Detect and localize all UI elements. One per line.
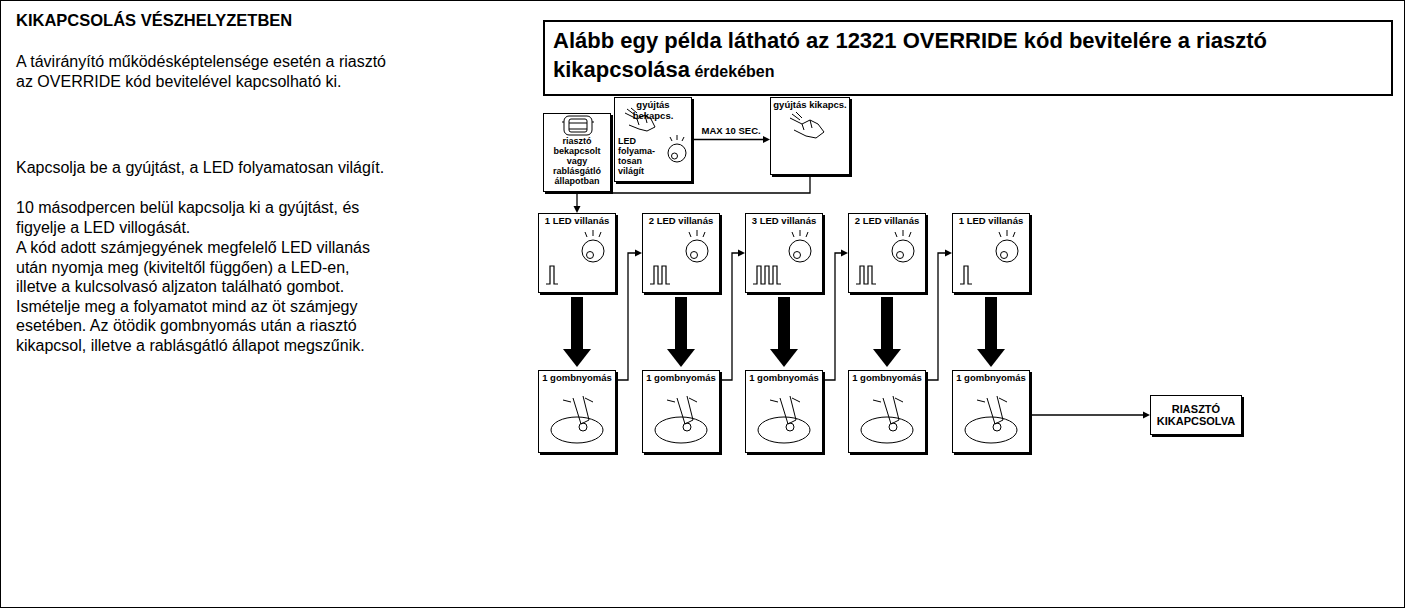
button-press-box: 1 gombnyomás xyxy=(848,370,926,453)
connector-line xyxy=(823,253,842,380)
arrow-head xyxy=(763,136,770,143)
connector-line xyxy=(571,297,583,350)
instruction-text: Kapcsolja be a gyújtást, a LED folyamato… xyxy=(16,158,388,178)
connector-arrow xyxy=(926,250,952,381)
edge-label: MAX 10 SEC. xyxy=(700,125,763,136)
box-text: RIASZTÓ KIKAPCSOLVA xyxy=(1154,403,1238,428)
arrow-head xyxy=(667,349,695,367)
result-box: RIASZTÓ KIKAPCSOLVA xyxy=(1150,395,1242,435)
box-text: LED folyama- tosan világít xyxy=(618,136,664,176)
button-press-box: 1 gombnyomás xyxy=(952,370,1030,453)
box-text: 2 LED villanás xyxy=(645,216,717,227)
instruction-text: 10 másodpercen belül kapcsolja ki a gyúj… xyxy=(16,198,388,237)
connector-line xyxy=(720,253,739,380)
led-blink-box: 1 LED villanás xyxy=(538,213,616,293)
headline-text: Alább egy példa látható az 12321 OVERRID… xyxy=(553,28,1267,82)
box-text: 2 LED villanás xyxy=(851,216,923,227)
connector-line xyxy=(616,253,636,380)
box-text: 1 gombnyomás xyxy=(851,373,923,384)
button-press-box: 1 gombnyomás xyxy=(745,370,823,453)
car-icon xyxy=(562,116,594,135)
led-icon xyxy=(668,135,686,162)
led-blink-box: 2 LED villanás xyxy=(848,213,926,293)
arrow-head xyxy=(574,206,581,213)
box-text: 1 gombnyomás xyxy=(541,373,613,384)
connector-line xyxy=(985,297,997,350)
button-press-box: 1 gombnyomás xyxy=(642,370,720,453)
connector-line xyxy=(692,139,764,140)
connector-line xyxy=(1030,414,1144,415)
led-blink-box: 1 LED villanás xyxy=(952,213,1030,293)
arrow-head xyxy=(873,349,901,367)
pulse-waveforms xyxy=(546,266,972,284)
connector-line xyxy=(675,297,687,350)
block-arrow xyxy=(563,297,591,367)
button-press-icons xyxy=(551,396,1017,443)
connector-arrow xyxy=(616,250,642,381)
ignition-off-box: gyújtás kikapcs. xyxy=(770,97,850,175)
box-text: riasztó bekapcsolt vagy rablásgátló álla… xyxy=(546,136,608,186)
block-arrow xyxy=(977,297,1005,367)
connector-line xyxy=(881,297,893,350)
connector-arrow xyxy=(720,250,745,381)
ignition-off-hand-icon xyxy=(790,112,824,138)
block-arrow xyxy=(873,297,901,367)
arrow-head xyxy=(563,349,591,367)
connector-arrow xyxy=(692,136,770,143)
instruction-text: A távirányító működésképtelensége esetén… xyxy=(16,52,388,91)
connector-arrow xyxy=(823,250,848,381)
arrow-head xyxy=(945,250,952,257)
led-blink-box: 2 LED villanás xyxy=(642,213,720,293)
box-text: 1 LED villanás xyxy=(955,216,1027,227)
box-text: 1 gombnyomás xyxy=(645,373,717,384)
ignition-on-box: gyújtás bekapcs. LED folyama- tosan világ… xyxy=(614,97,692,182)
headline-suffix: érdekében xyxy=(694,63,774,80)
connector-line xyxy=(778,297,790,350)
arrow-head xyxy=(977,349,1005,367)
button-press-box: 1 gombnyomás xyxy=(538,370,616,453)
box-text: 1 gombnyomás xyxy=(748,373,820,384)
box-text: 1 LED villanás xyxy=(541,216,613,227)
box-text: gyújtás kikapcs. xyxy=(773,100,847,111)
box-text: 3 LED villanás xyxy=(748,216,820,227)
arrow-head xyxy=(770,349,798,367)
start-state-box: riasztó bekapcsolt vagy rablásgátló álla… xyxy=(543,113,611,192)
section-heading: KIKAPCSOLÁS VÉSZHELYZETBEN xyxy=(16,11,292,30)
arrow-head xyxy=(635,250,642,257)
led-blink-box: 3 LED villanás xyxy=(745,213,823,293)
headline-box: Alább egy példa látható az 12321 OVERRID… xyxy=(543,20,1393,96)
instruction-text: A kód adott számjegyének megfelelő LED v… xyxy=(16,238,388,356)
box-text: 1 gombnyomás xyxy=(955,373,1027,384)
connector-line xyxy=(926,253,946,380)
block-arrow xyxy=(667,297,695,367)
arrow-head xyxy=(738,250,745,257)
box-text: gyújtás bekapcs. xyxy=(617,100,689,121)
arrow-head xyxy=(1143,412,1150,419)
connector-line xyxy=(577,175,810,207)
block-arrow xyxy=(770,297,798,367)
arrow-head xyxy=(841,250,848,257)
connector-arrow xyxy=(1030,412,1150,419)
